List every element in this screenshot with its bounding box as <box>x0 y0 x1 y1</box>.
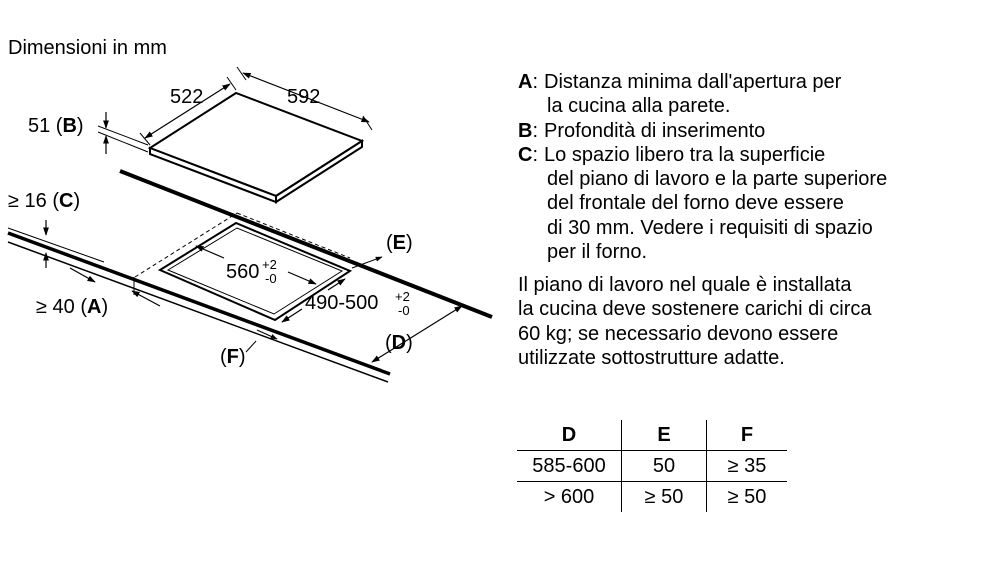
note-line-3: 60 kg; se necessario devono essere <box>518 322 839 345</box>
label-51-b: 51 (B) <box>28 115 84 137</box>
clearance-table: D E F 585-600 50 ≥ 35 > 600 ≥ 50 ≥ 50 <box>517 420 787 512</box>
label-490-tol-plus: +2 <box>395 289 410 304</box>
legend-key-b: B <box>518 119 533 142</box>
worktop-front-edge <box>7 231 391 383</box>
dimension-40-a: ≥ 40 (A) <box>36 267 161 318</box>
label-490-tol-minus: -0 <box>398 303 410 318</box>
label-560: 560 <box>226 261 259 283</box>
table-header-f: F <box>706 420 787 451</box>
legend-item-b: B: Profondità di inserimento <box>518 119 988 143</box>
legend-item-c: C: Lo spazio libero tra la superficie <box>518 143 988 167</box>
dimension-592: 592 <box>236 66 373 131</box>
label-16-c: ≥ 16 (C) <box>8 190 80 212</box>
legend-key-c: C <box>518 143 533 166</box>
diagram-title: Dimensioni in mm <box>8 37 167 59</box>
legend-c-line-4: di 30 mm. Vedere i requisiti di spazio <box>547 216 873 239</box>
table-row: > 600 ≥ 50 ≥ 50 <box>517 481 787 512</box>
wall-projection-dashed <box>134 212 351 278</box>
dimension-f: (F) <box>220 329 278 368</box>
worktop-back-edge <box>119 169 493 319</box>
label-560-tol-minus: -0 <box>265 271 277 286</box>
legend-c-line-2: del piano di lavoro e la parte superiore <box>547 168 888 191</box>
table-cell: 50 <box>621 450 707 482</box>
table-cell: 585-600 <box>517 450 622 482</box>
dimension-522: 522 <box>139 76 237 146</box>
label-d: (D) <box>385 332 413 354</box>
dimension-e: (E) <box>351 232 413 269</box>
legend: A: Distanza minima dall'apertura per la … <box>518 70 988 264</box>
label-e: (E) <box>386 232 413 254</box>
dimension-d: (D) <box>371 305 463 363</box>
table-cell: ≥ 35 <box>706 450 787 482</box>
label-f: (F) <box>220 346 246 368</box>
load-note: Il piano di lavoro nel quale è installat… <box>518 273 988 370</box>
dimension-51-b: 51 (B) <box>28 112 149 154</box>
dimension-560: 560 +2 -0 <box>195 245 317 286</box>
legend-a-line-2: la cucina alla parete. <box>547 95 731 118</box>
table-cell: > 600 <box>543 485 595 508</box>
dimension-16-c: ≥ 16 (C) <box>7 190 105 268</box>
legend-key-a: A <box>518 71 533 93</box>
label-40-a: ≥ 40 (A) <box>36 296 108 318</box>
label-490-500: 490-500 <box>305 292 378 314</box>
table-header-row: D E F <box>517 420 787 451</box>
worktop-cutout <box>157 221 353 322</box>
label-522: 522 <box>170 86 203 108</box>
legend-item-a: A: Distanza minima dall'apertura per <box>518 71 842 93</box>
legend-c-line-1: Lo spazio libero tra la superficie <box>544 143 826 166</box>
table-header-e: E <box>621 420 707 451</box>
table-header-d: D <box>517 420 622 451</box>
table-row: 585-600 50 ≥ 35 <box>517 450 787 482</box>
note-line-1: Il piano di lavoro nel quale è installat… <box>518 274 852 296</box>
label-560-tol-plus: +2 <box>262 257 277 272</box>
cooktop <box>147 91 365 204</box>
note-line-2: la cucina deve sostenere carichi di circ… <box>518 298 872 321</box>
table-cell: ≥ 50 <box>706 481 787 512</box>
note-line-4: utilizzate sottostrutture adatte. <box>518 346 785 369</box>
legend-c-line-5: per il forno. <box>547 241 648 264</box>
legend-c-line-3: del frontale del forno deve essere <box>547 192 844 215</box>
dimension-490-500: 490-500 +2 -0 <box>281 278 410 323</box>
table-cell: ≥ 50 <box>621 481 707 512</box>
label-592: 592 <box>287 86 320 108</box>
legend-b-line-1: Profondità di inserimento <box>544 119 766 142</box>
legend-a-line-1: Distanza minima dall'apertura per <box>544 71 842 93</box>
